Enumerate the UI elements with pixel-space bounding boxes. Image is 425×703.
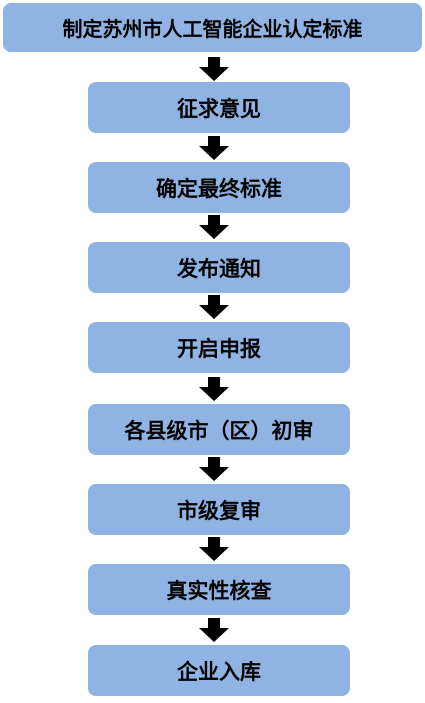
step-4-label: 发布通知 [177, 256, 261, 281]
step-6-box: 各县级市（区）初审 [88, 404, 350, 455]
step-3-label: 确定最终标准 [156, 176, 282, 201]
arrow-down-icon [199, 618, 229, 642]
step-1-label: 制定苏州市人工智能企业认定标准 [62, 17, 363, 41]
step-7-box: 市级复审 [88, 484, 350, 535]
arrow-down-icon [199, 136, 229, 160]
step-9-label: 企业入库 [177, 659, 261, 684]
step-3-box: 确定最终标准 [88, 162, 350, 213]
step-2-box: 征求意见 [88, 82, 350, 133]
step-4-box: 发布通知 [88, 242, 350, 293]
arrow-down-icon [199, 215, 229, 239]
step-9-box: 企业入库 [88, 645, 350, 696]
arrow-down-icon [199, 377, 229, 401]
arrow-down-icon [199, 295, 229, 319]
arrow-down-icon [199, 457, 229, 481]
step-8-label: 真实性核查 [166, 578, 272, 603]
step-7-label: 市级复审 [177, 498, 261, 523]
step-5-box: 开启申报 [88, 322, 350, 373]
step-1-box: 制定苏州市人工智能企业认定标准 [3, 3, 422, 52]
step-5-label: 开启申报 [177, 336, 261, 361]
arrow-down-icon [199, 537, 229, 561]
step-2-label: 征求意见 [177, 96, 261, 121]
step-6-label: 各县级市（区）初审 [124, 418, 314, 443]
arrow-down-icon [199, 57, 229, 81]
step-8-box: 真实性核查 [88, 564, 350, 615]
